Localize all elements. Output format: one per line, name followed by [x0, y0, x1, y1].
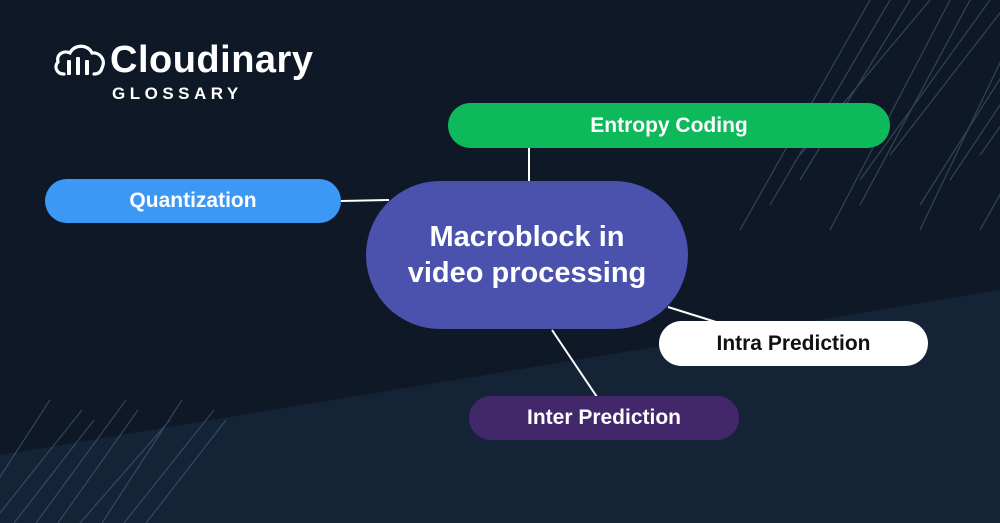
node-entropy-coding: Entropy Coding — [448, 103, 890, 148]
stripe-line — [919, 61, 1000, 231]
stripe-line — [859, 0, 971, 206]
node-quantization: Quantization — [45, 179, 341, 223]
node-center: Macroblock in video processing — [366, 181, 688, 329]
node-intra-prediction-label: Intra Prediction — [716, 331, 871, 355]
edge-intra-prediction — [667, 306, 717, 323]
node-inter-prediction-label: Inter Prediction — [526, 406, 682, 429]
brand-name: Cloudinary — [110, 39, 314, 81]
edge-quantization — [340, 199, 390, 202]
stripe-line — [123, 409, 215, 523]
stripe-line — [0, 399, 51, 478]
stripe-line — [919, 77, 1000, 206]
stripe-line — [979, 125, 1000, 156]
stripe-line — [13, 419, 95, 523]
stripe-line — [0, 409, 83, 514]
node-inter-prediction: Inter Prediction — [469, 396, 739, 440]
stripe-line — [949, 103, 1000, 181]
stripe-line — [145, 419, 227, 523]
node-quantization-label: Quantization — [129, 189, 257, 212]
node-intra-prediction: Intra Prediction — [659, 321, 928, 366]
stripe-line — [79, 419, 171, 523]
stripe-line — [889, 11, 1000, 156]
node-center-label: Macroblock in video processing — [407, 220, 647, 289]
cloud-logo-icon — [54, 44, 105, 76]
stripe-line — [769, 0, 891, 206]
stripe-line — [57, 409, 139, 523]
edge-inter-prediction — [551, 329, 598, 398]
stripe-line — [101, 399, 183, 523]
brand-subtitle: GLOSSARY — [112, 84, 243, 103]
stripe-line — [35, 399, 127, 523]
stripe-line — [859, 0, 991, 181]
cloudinary-logo: Cloudinary GLOSSARY — [52, 40, 313, 104]
node-entropy-coding-label: Entropy Coding — [590, 113, 748, 137]
stripe-line — [829, 0, 951, 231]
